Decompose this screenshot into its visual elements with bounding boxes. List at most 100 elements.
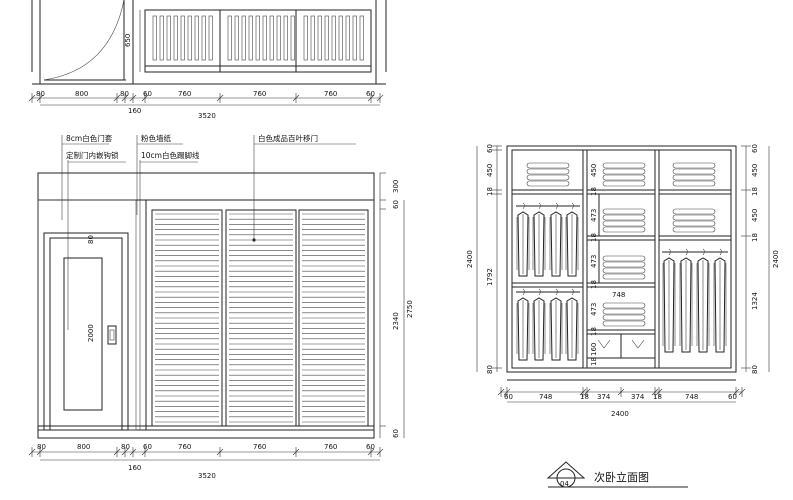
drawing-title: 04 次卧立面图 — [546, 461, 688, 488]
shutter-slats — [155, 213, 365, 423]
right-dim-2340: 2340 — [392, 312, 400, 330]
rb-dim-60a: 60 — [504, 393, 513, 401]
shutter-louver — [262, 15, 267, 61]
hanging-garment — [679, 248, 693, 353]
rb-dim-748b: 748 — [685, 393, 698, 401]
shutter-louver — [173, 15, 178, 61]
shutter-louver — [241, 15, 246, 61]
folded-garment — [672, 220, 716, 227]
shutter-louver — [227, 15, 232, 61]
door-width-dim: 80 — [87, 235, 95, 244]
c-dim-473b: 473 — [590, 255, 598, 268]
shutter-louver — [234, 15, 239, 61]
left-dim-60b: 60 — [366, 443, 375, 451]
shutter-louver — [180, 15, 185, 61]
title-number: 04 — [560, 480, 569, 488]
left-dim-760b: 760 — [253, 443, 266, 451]
annotation-hook-lock: 定制门内嵌钩锁 — [66, 150, 119, 160]
shutter-louver — [310, 15, 315, 61]
hanging-garment — [713, 248, 727, 353]
hanging-garment — [662, 248, 676, 353]
folded-clothes — [526, 162, 716, 327]
right-dim-2750: 2750 — [406, 300, 414, 318]
shutter-louver — [283, 15, 288, 61]
folded-garment — [602, 267, 646, 274]
rl-dim-60: 60 — [486, 144, 494, 153]
top-dimension-chain: 80 800 80 60 760 760 760 60 160 3520 — [28, 90, 384, 120]
shutter-louver — [303, 15, 308, 61]
top-dim-80a: 80 — [36, 90, 45, 98]
rl-dim-total: 2400 — [466, 250, 474, 268]
rl-dim-18: 18 — [486, 187, 494, 196]
folded-garment — [672, 174, 716, 181]
shutter-louver — [187, 15, 192, 61]
left-dim-60a: 60 — [143, 443, 152, 451]
c-dim-18e: 18 — [590, 357, 598, 366]
shutter-louver — [159, 15, 164, 61]
folded-garment — [602, 314, 646, 321]
title-text: 次卧立面图 — [594, 470, 649, 484]
shutter-louver — [152, 15, 157, 61]
shutter-louver — [290, 15, 295, 61]
folded-garment — [526, 162, 570, 169]
c-dim-18d: 18 — [590, 327, 598, 336]
shutter-louver — [359, 15, 364, 61]
door-swing-arc — [43, 0, 125, 81]
annotation-shutter-door: 白色成品百叶移门 — [258, 133, 318, 143]
top-dim-760a: 760 — [178, 90, 191, 98]
hanging-garment — [532, 288, 546, 361]
top-dim-160: 160 — [128, 107, 141, 115]
folded-garment — [602, 168, 646, 175]
left-dim-total: 3520 — [198, 472, 216, 480]
rr-dim-450a: 450 — [751, 164, 759, 177]
rl-dim-80: 80 — [486, 365, 494, 374]
folded-garment — [602, 255, 646, 262]
left-dim-800: 800 — [77, 443, 90, 451]
top-height-dim: 650 — [124, 34, 132, 47]
annotation-skirting: 10cm白色踢脚线 — [141, 150, 200, 160]
folded-garment — [602, 273, 646, 280]
right-dim-60b: 60 — [392, 429, 400, 438]
folded-garment — [672, 168, 716, 175]
right-elevation: 748 60 450 18 1792 80 2400 450 18 473 18… — [466, 144, 780, 418]
folded-garment — [672, 226, 716, 233]
annotation-wallpaper: 粉色墙纸 — [141, 133, 171, 143]
right-dim-60: 60 — [392, 200, 400, 209]
rr-dim-80: 80 — [751, 365, 759, 374]
top-dim-80b: 80 — [120, 90, 129, 98]
rl-dim-450: 450 — [486, 164, 494, 177]
c-dim-160: 160 — [590, 343, 598, 356]
shutter-louver — [194, 15, 199, 61]
shutter-louver — [338, 15, 343, 61]
folded-garment — [602, 208, 646, 215]
shutter-louver — [324, 15, 329, 61]
left-dim-80b: 80 — [121, 443, 130, 451]
shutter-louver — [276, 15, 281, 61]
top-dim-total: 3520 — [198, 112, 216, 120]
hanging-garment — [696, 248, 710, 353]
c-dim-18b: 18 — [590, 233, 598, 242]
c-dim-473c: 473 — [590, 303, 598, 316]
hanging-garment — [516, 288, 530, 361]
rr-dim-18a: 18 — [751, 187, 759, 196]
rr-dim-total: 2400 — [772, 250, 780, 268]
folded-garment — [602, 302, 646, 309]
hanging-garment — [565, 288, 579, 361]
rb-dim-total: 2400 — [611, 410, 629, 418]
hanging-garment — [549, 288, 563, 361]
hanging-garment — [516, 202, 530, 277]
folded-garment — [602, 180, 646, 187]
rr-dim-60: 60 — [751, 144, 759, 153]
shutter-louver — [201, 15, 206, 61]
top-dim-800: 800 — [75, 90, 88, 98]
rb-dim-374a: 374 — [597, 393, 611, 401]
c-dim-18c: 18 — [590, 280, 598, 289]
folded-garment — [602, 162, 646, 169]
folded-garment — [602, 261, 646, 268]
left-dim-160: 160 — [128, 464, 141, 472]
door-height-dim: 2000 — [87, 324, 95, 342]
c-dim-473a: 473 — [590, 209, 598, 222]
rb-dim-748a: 748 — [539, 393, 552, 401]
top-dim-760b: 760 — [253, 90, 266, 98]
folded-garment — [526, 168, 570, 175]
